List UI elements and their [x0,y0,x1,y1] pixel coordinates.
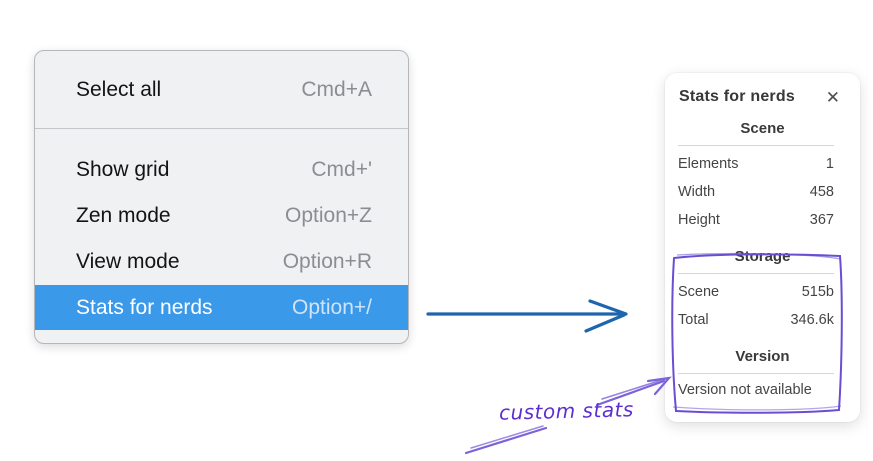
stat-row-total-storage: Total 346.6k [665,306,860,334]
stat-label: Width [678,183,716,200]
menu-item-view-mode[interactable]: View mode Option+R [35,239,408,285]
stat-row-elements: Elements 1 [665,150,860,178]
menu-item-shortcut: Option+R [282,250,372,273]
menu-item-zen-mode[interactable]: Zen mode Option+Z [35,193,408,239]
context-menu: Select all Cmd+A Show grid Cmd+' Zen mod… [34,50,409,344]
stats-panel-title: Stats for nerds [679,88,795,105]
menu-item-select-all[interactable]: Select all Cmd+A [35,67,408,113]
menu-item-label: Show grid [76,158,170,181]
stat-value: 367 [809,211,834,228]
section-heading: Version [735,348,790,365]
stat-label: Total [678,311,709,328]
menu-section-bottom: Show grid Cmd+' Zen mode Option+Z View m… [35,129,408,343]
stats-section-scene: Scene Elements 1 Width 458 Height 367 [665,120,860,234]
stat-label: Height [678,211,720,228]
stat-row-height: Height 367 [665,206,860,234]
stats-for-nerds-panel: Stats for nerds ✕ Scene Elements 1 Width… [665,73,860,422]
menu-item-label: View mode [76,250,180,273]
section-divider [678,273,834,274]
section-heading: Scene [740,120,785,137]
custom-stats-annotation: custom stats [498,397,635,425]
stat-value: 346.6k [790,311,834,328]
section-heading: Storage [734,248,791,265]
stat-row-width: Width 458 [665,178,860,206]
stat-value: 458 [809,183,834,200]
menu-item-label: Select all [76,78,162,101]
stats-section-storage: Storage Scene 515b Total 346.6k [665,248,860,334]
section-divider [678,145,834,146]
menu-item-label: Zen mode [76,204,171,227]
stats-section-version: Version Version not available [665,348,860,401]
stat-value: 515b [801,283,834,300]
stats-panel-header: Stats for nerds ✕ [665,73,860,106]
stat-label: Scene [678,283,720,300]
menu-item-shortcut: Cmd+A [301,78,372,101]
section-divider [678,373,834,374]
menu-divider [35,128,408,129]
menu-item-shortcut: Option+Z [285,204,372,227]
stat-row-scene-storage: Scene 515b [665,278,860,306]
menu-item-label: Stats for nerds [76,295,213,319]
version-status-text: Version not available [678,382,812,398]
stat-value: 1 [825,155,834,172]
menu-item-shortcut: Option+/ [292,295,372,319]
close-icon[interactable]: ✕ [825,87,840,107]
stat-label: Elements [678,155,739,172]
menu-item-shortcut: Cmd+' [311,158,372,181]
menu-item-stats-for-nerds[interactable]: Stats for nerds Option+/ [35,285,408,330]
menu-item-show-grid[interactable]: Show grid Cmd+' [35,147,408,193]
menu-section-top: Select all Cmd+A [35,51,408,128]
